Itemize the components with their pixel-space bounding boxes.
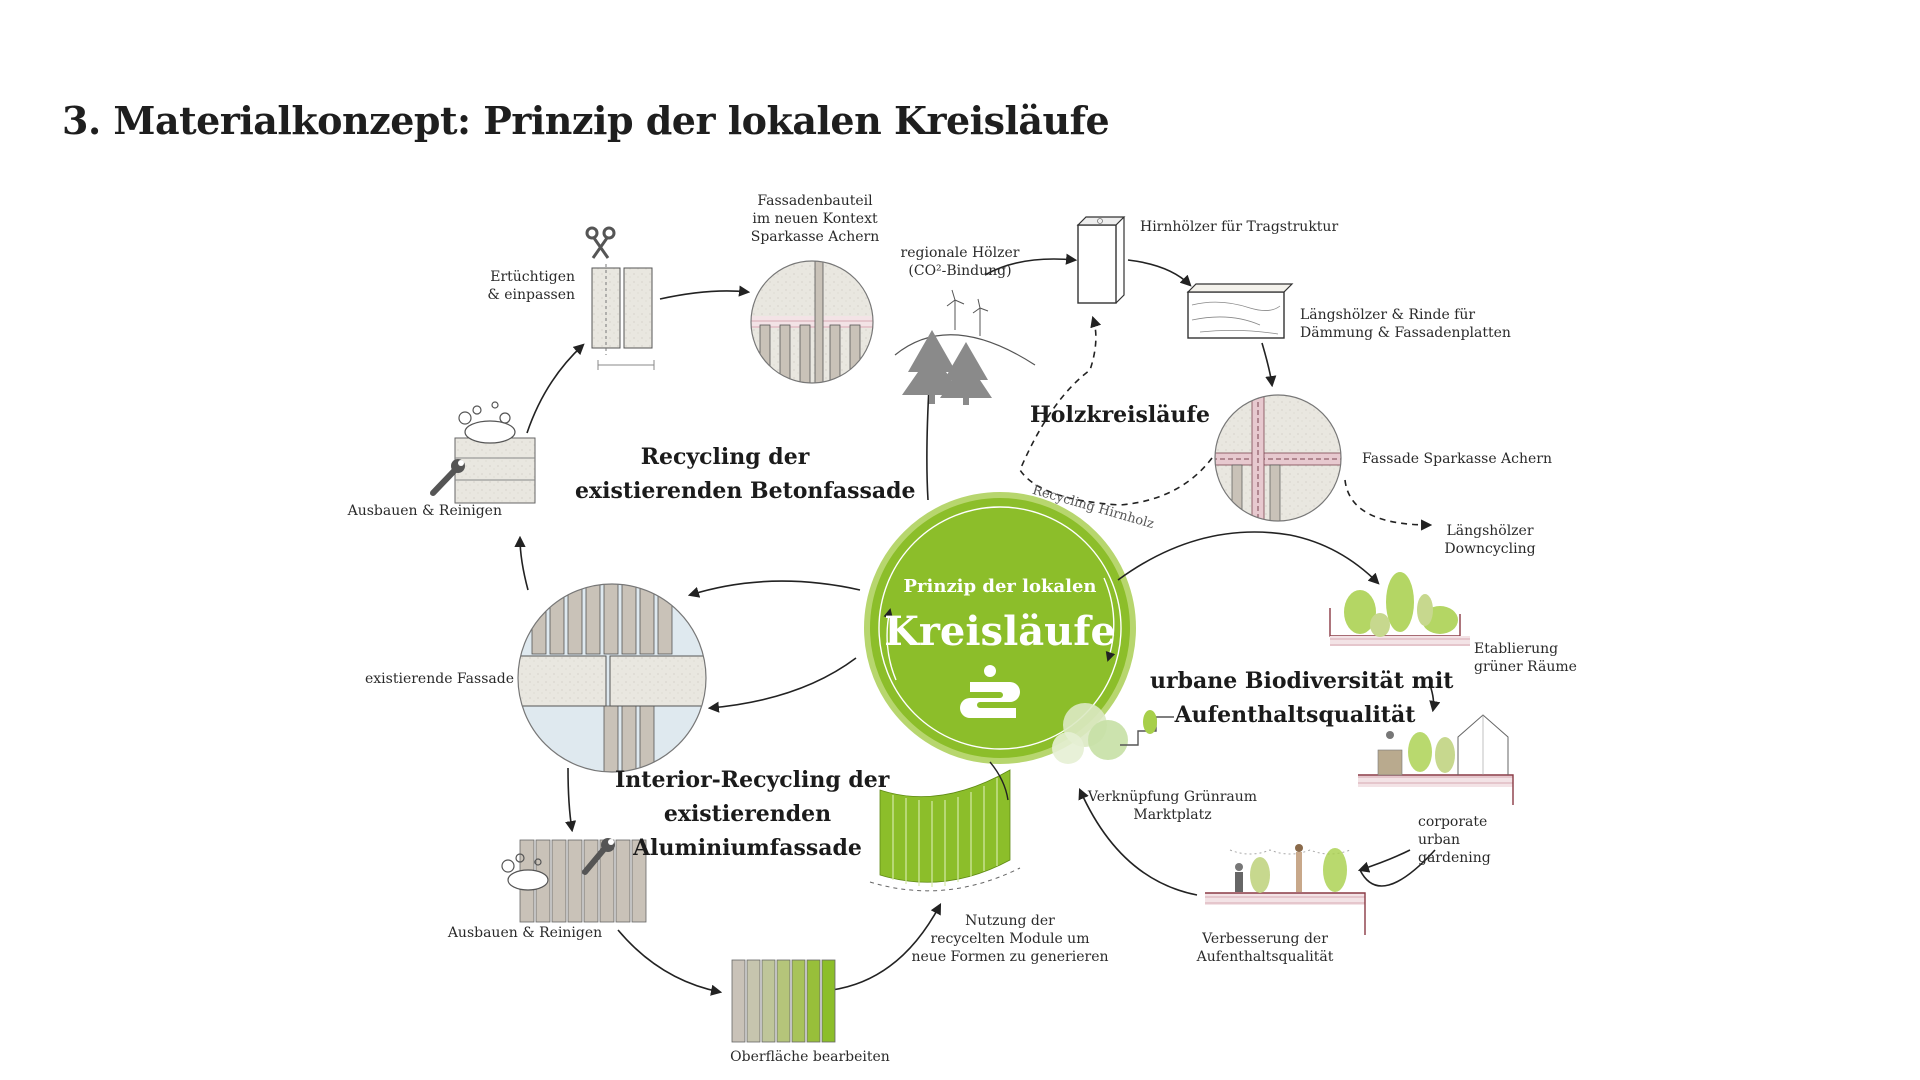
- aluminium-modules: [519, 839, 647, 923]
- green-curved-modules: [869, 761, 1021, 892]
- section-alu: Interior-Recycling der existierenden Alu…: [615, 767, 890, 861]
- holz-fassade-circle: [1214, 394, 1342, 522]
- wood-post-icon: [1076, 216, 1126, 304]
- label-fassadenbauteil: Fassadenbauteil im neuen Kontext Sparkas…: [750, 193, 880, 245]
- dashed-arrows: [1019, 315, 1433, 531]
- green-roof-etablierung: [1329, 572, 1470, 646]
- label-hirnhoelzer: Hirnhölzer für Tragstruktur: [1140, 219, 1339, 235]
- label-downcycling: Längshölzer Downcycling: [1444, 523, 1536, 557]
- center-line1: Prinzip der lokalen: [903, 576, 1097, 597]
- surface-modules: [731, 959, 836, 1043]
- label-regionale: regionale Hölzer (CO²-Bindung): [900, 245, 1020, 279]
- label-oberflaeche: Oberfläche bearbeiten: [730, 1049, 890, 1065]
- aufenthalt-terrace: [1205, 844, 1366, 935]
- label-corporate: corporate urban gardening: [1418, 814, 1491, 866]
- concrete-bricks: [454, 401, 536, 504]
- section-beton: Recycling der existierenden Betonfassade: [575, 444, 916, 504]
- greenhouse-gardening: [1358, 714, 1514, 805]
- existierende-fassade-circle: [517, 583, 707, 773]
- label-nutzung: Nutzung der recycelten Module um neue Fo…: [911, 913, 1109, 965]
- label-laengshoelzer: Längshölzer & Rinde für Dämmung & Fassad…: [1300, 307, 1511, 341]
- scissors-icon: [585, 226, 616, 259]
- marktplatz-green: [1052, 703, 1174, 764]
- wrench-icon-2: [582, 838, 615, 875]
- sparkasse-logo-icon: [960, 665, 1020, 718]
- label-existierende: existierende Fassade: [365, 671, 514, 687]
- label-fassade-sparkasse: Fassade Sparkasse Achern: [1362, 451, 1553, 467]
- label-ausbauen2: Ausbauen & Reinigen: [447, 925, 603, 941]
- page-title: 3. Materialkonzept: Prinzip der lokalen …: [62, 98, 1110, 143]
- wrench-icon: [430, 459, 465, 496]
- sponge-icon: [501, 853, 549, 891]
- section-holz: Holzkreisläufe: [1030, 402, 1210, 428]
- label-verbesserung: Verbesserung der Aufenthaltsqualität: [1196, 931, 1334, 965]
- concrete-panel-ertuechtigen: [591, 264, 655, 370]
- label-etablierung: Etablierung grüner Räume: [1474, 641, 1577, 675]
- label-ertuechtigen: Ertüchtigen & einpassen: [487, 269, 575, 303]
- center-circle: [864, 492, 1136, 764]
- section-bio: urbane Biodiversität mit Aufenthaltsqual…: [1150, 668, 1454, 728]
- wind-turbine-icon: [946, 289, 989, 336]
- label-verknuepfung: Verknüpfung Grünraum Marktplatz: [1087, 789, 1258, 823]
- label-ausbauen1: Ausbauen & Reinigen: [347, 503, 502, 519]
- center-line2: Kreisläufe: [884, 608, 1116, 655]
- fassadenbauteil-circle: [750, 260, 874, 384]
- wood-plank-icon: [1186, 283, 1294, 339]
- tree-icon: [894, 330, 1036, 405]
